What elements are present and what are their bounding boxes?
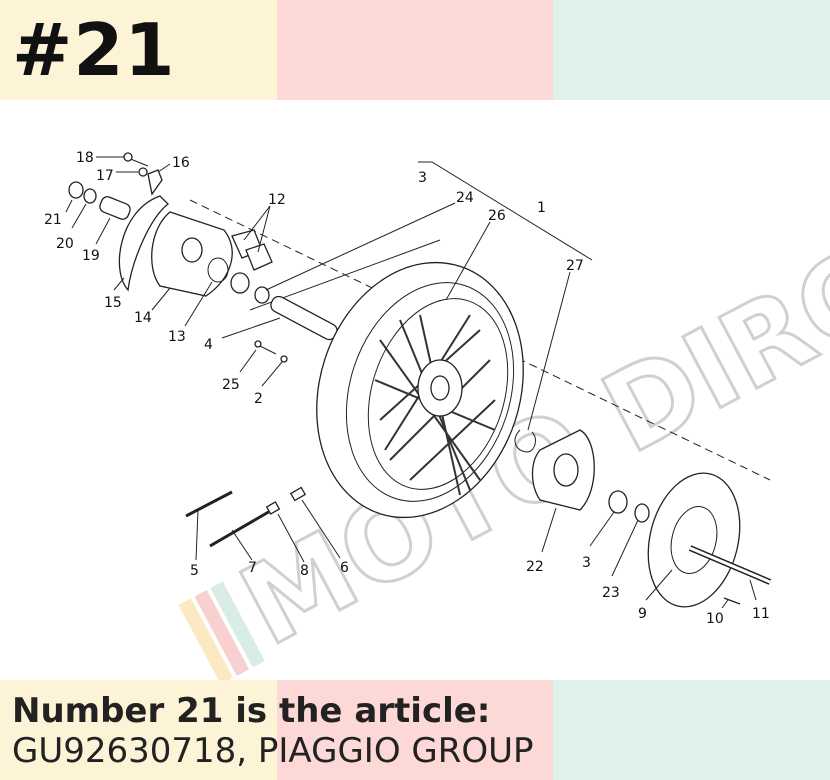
- callout-25: 25: [222, 377, 240, 393]
- callout-14: 14: [134, 310, 152, 326]
- watermark-text: MOTO DIRCIA: [221, 166, 830, 670]
- part-25-screw: [254, 340, 277, 355]
- band-segment-green: [553, 0, 830, 100]
- part-3-bearing-left: [230, 272, 250, 294]
- callout-19: 19: [82, 248, 100, 264]
- footer-color-band: [0, 680, 830, 780]
- header-color-band: [0, 0, 830, 100]
- part-23-spacer-ring: [634, 503, 650, 523]
- part-22-flange: [531, 429, 595, 511]
- part-7-spoke: [209, 508, 273, 548]
- part-13-o-ring: [207, 257, 229, 283]
- part-6-nipple: [289, 486, 307, 502]
- callout-7: 7: [248, 560, 257, 576]
- part-21-nut: [68, 181, 84, 199]
- callout-20: 20: [56, 236, 74, 252]
- part-8-nipple: [265, 501, 281, 515]
- exploded-parts-diagram: MOTO DIRCIA: [44, 150, 830, 680]
- callout-21: 21: [44, 212, 62, 228]
- callout-2: 2: [254, 391, 263, 407]
- part-3-bearing-right: [608, 490, 628, 514]
- callout-13: 13: [168, 329, 186, 345]
- part-19-pin: [99, 196, 131, 220]
- callout-3-top: 3: [418, 170, 427, 186]
- part-24-spacer-ring: [254, 286, 270, 304]
- callout-18: 18: [76, 150, 94, 166]
- callout-8: 8: [300, 563, 309, 579]
- part-16-plate: [147, 169, 163, 196]
- part-17-washer: [138, 167, 148, 177]
- axis-line: [189, 199, 771, 481]
- callout-9: 9: [638, 606, 647, 622]
- band-segment-yellow: [0, 680, 277, 780]
- caption-article-code: GU92630718, PIAGGIO GROUP: [12, 731, 534, 771]
- callout-17: 17: [96, 168, 114, 184]
- part-14-damper-carrier: [151, 211, 233, 297]
- part-5-spoke: [185, 490, 233, 518]
- caption-article-heading: Number 21 is the article:: [12, 691, 491, 731]
- band-segment-green: [553, 680, 830, 780]
- callout-26: 26: [488, 208, 506, 224]
- callout-6: 6: [340, 560, 349, 576]
- part-2-washer: [280, 355, 288, 363]
- callout-labels: 1 2 3 3 4 5 6 7 8 9 10 11 12 13 14 15 16…: [44, 150, 770, 627]
- part-27-circlip: [514, 429, 536, 453]
- callout-3-bottom: 3: [582, 555, 591, 571]
- callout-11: 11: [752, 606, 770, 622]
- leader-lines: [65, 156, 757, 609]
- part-11-wheel-axle: [688, 545, 772, 585]
- part-15-cover: [118, 195, 169, 292]
- part-12-rubber-blocks: [231, 229, 273, 271]
- callout-15: 15: [104, 295, 122, 311]
- callout-24: 24: [456, 190, 474, 206]
- part-18-screw: [123, 152, 149, 167]
- callout-23: 23: [602, 585, 620, 601]
- band-segment-yellow: [0, 0, 277, 100]
- callout-12: 12: [268, 192, 286, 208]
- bracket-line-1: [418, 161, 593, 261]
- callout-4: 4: [204, 337, 213, 353]
- part-20-washer: [83, 188, 97, 204]
- callout-16: 16: [172, 155, 190, 171]
- band-segment-pink: [276, 0, 554, 100]
- part-10-screw: [723, 597, 741, 605]
- callout-22: 22: [526, 559, 544, 575]
- callout-27: 27: [566, 258, 584, 274]
- part-9-brake-disc: [647, 472, 741, 608]
- callout-5: 5: [190, 563, 199, 579]
- band-segment-pink: [276, 680, 554, 780]
- callout-10: 10: [706, 611, 724, 627]
- part-number-title: #21: [12, 8, 176, 92]
- spoked-wheel: [316, 261, 524, 519]
- callout-1: 1: [537, 200, 546, 216]
